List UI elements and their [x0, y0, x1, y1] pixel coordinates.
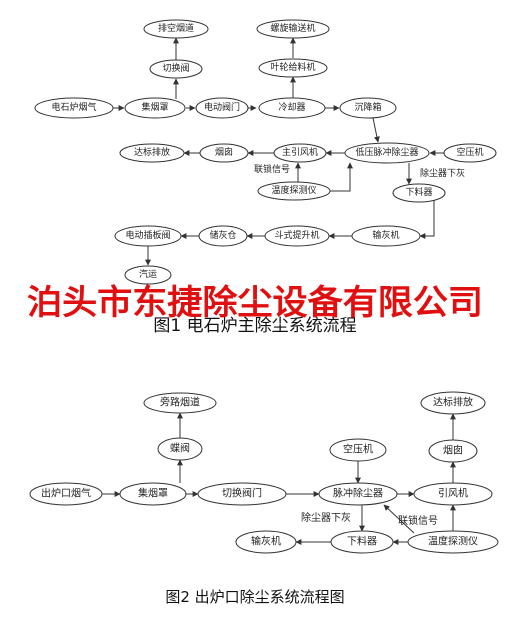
node2-shuhuiji: 输灰机 — [235, 530, 297, 554]
node-wendu: 温度探测仪 — [257, 181, 331, 201]
node2-panglu: 旁路烟道 — [143, 392, 217, 414]
edge-wendu-to-diya — [330, 162, 353, 192]
node-xialiaoqi-label: 下料器 — [405, 186, 432, 198]
edge-label-liansuo-2: 联锁信号 — [398, 514, 438, 527]
node-lengqueqi-label: 冷却器 — [278, 101, 305, 113]
node2-chulukou: 出炉口烟气 — [29, 482, 103, 506]
edge-label-xiahui: 除尘器下灰 — [420, 167, 465, 179]
figure-1-caption: 图1 电石炉主除尘系统流程 — [153, 316, 356, 336]
node-doushi-label: 斗式提升机 — [274, 229, 319, 241]
node-qiyun-label: 汽运 — [139, 268, 157, 280]
node2-yancong: 烟囱 — [428, 439, 478, 463]
node-yelun: 叶轮给料机 — [258, 58, 328, 78]
node2-xialiaoqi: 下料器 — [330, 530, 394, 554]
node2-wendu: 温度探测仪 — [407, 530, 499, 554]
node-doushi: 斗式提升机 — [264, 225, 330, 247]
node2-dabiao-label: 达标排放 — [433, 396, 473, 409]
node-jiyanzhao: 集烟罩 — [124, 97, 186, 119]
node-chuhuicang: 储灰仓 — [198, 225, 248, 247]
node2-maichong: 脉冲除尘器 — [318, 482, 398, 506]
figure-2: 除尘器下灰 联锁信号 旁路烟道 蝶阀 出炉口烟气 集烟罩 切换阀门 脉冲除尘器 — [29, 391, 499, 606]
node-paikong: 排空烟道 — [143, 19, 209, 39]
edge-chenjiang-to-diya — [372, 117, 380, 143]
node-diya: 低压脉冲除尘器 — [344, 142, 430, 164]
node-yancong: 烟囱 — [199, 143, 249, 163]
node-yelun-label: 叶轮给料机 — [270, 61, 315, 73]
node2-yancong-label: 烟囱 — [443, 444, 463, 457]
node-luoxuan-label: 螺旋输送机 — [270, 22, 315, 34]
node-kongyaji-label: 空压机 — [456, 146, 483, 158]
node-chaban: 电动插板阀 — [114, 225, 182, 247]
node2-jiyanzhao-label: 集烟罩 — [138, 487, 168, 500]
node2-yinfengji: 引风机 — [413, 482, 493, 506]
node2-diefa: 蝶阀 — [157, 437, 203, 461]
figure-1-edges — [113, 37, 444, 266]
node-qiyun: 汽运 — [124, 265, 172, 285]
node2-yinfengji-label: 引风机 — [438, 487, 468, 500]
figure-1: 联锁信号 除尘器下灰 排空烟道 切换阀 电石炉烟气 集烟罩 电动阀门 冷却器 — [34, 19, 497, 336]
node-diandongfamen: 电动阀门 — [195, 97, 249, 119]
node-shuhuiji: 输灰机 — [351, 225, 421, 247]
node-dabiao-label: 达标排放 — [134, 146, 170, 158]
edge-wendu-to-maichong — [383, 504, 415, 534]
node2-panglu-label: 旁路烟道 — [160, 396, 200, 409]
node-wendu-label: 温度探测仪 — [271, 184, 316, 196]
node-shuhuiji-label: 输灰机 — [372, 229, 399, 241]
node2-wendu-label: 温度探测仪 — [428, 535, 478, 548]
node-diya-label: 低压脉冲除尘器 — [355, 146, 418, 158]
node-zhuyinfengji: 主引风机 — [273, 143, 327, 163]
node-chuhuicang-label: 储灰仓 — [209, 229, 236, 241]
node2-xialiaoqi-label: 下料器 — [347, 535, 377, 548]
node-paikong-label: 排空烟道 — [158, 22, 194, 34]
figure-2-caption: 图2 出炉口除尘系统流程图 — [165, 588, 344, 606]
company-banner: 泊头市东捷除尘设备有限公司 — [27, 283, 483, 323]
node-qiehuanfa: 切换阀 — [149, 59, 203, 79]
node2-kongyaji: 空压机 — [329, 438, 387, 462]
node2-maichong-label: 脉冲除尘器 — [333, 487, 383, 500]
edge-label-liansuo: 联锁信号 — [254, 163, 290, 175]
node-dianshi-label: 电石炉烟气 — [51, 101, 96, 113]
node2-qiehuan: 切换阀门 — [197, 482, 287, 506]
node2-qiehuan-label: 切换阀门 — [222, 487, 262, 500]
node2-chulukou-label: 出炉口烟气 — [41, 487, 91, 500]
node2-jiyanzhao: 集烟罩 — [119, 482, 187, 506]
node2-diefa-label: 蝶阀 — [170, 442, 190, 455]
node-diandongfamen-label: 电动阀门 — [204, 101, 240, 113]
node-kongyaji: 空压机 — [443, 143, 497, 163]
edge-label-xiahui-2: 除尘器下灰 — [301, 511, 351, 524]
node-lengqueqi: 冷却器 — [258, 97, 326, 119]
node-dabiao: 达标排放 — [119, 143, 185, 163]
node-chenjiangxiang: 沉降箱 — [339, 97, 397, 119]
node-jiyanzhao-label: 集烟罩 — [141, 101, 168, 113]
node-chaban-label: 电动插板阀 — [125, 229, 170, 241]
node-luoxuan: 螺旋输送机 — [256, 19, 330, 39]
node2-kongyaji-label: 空压机 — [343, 443, 373, 456]
node-yancong-label: 烟囱 — [215, 146, 233, 158]
node-chenjiangxiang-label: 沉降箱 — [354, 101, 381, 113]
node2-shuhuiji-label: 输灰机 — [251, 535, 281, 548]
node-zhuyinfengji-label: 主引风机 — [282, 146, 318, 158]
node-qiehuanfa-label: 切换阀 — [162, 62, 189, 74]
edge-xialiaoqi-to-shuhuiji — [419, 199, 435, 239]
node2-dabiao: 达标排放 — [420, 391, 486, 415]
node-xialiaoqi: 下料器 — [392, 183, 446, 203]
figure-2-edges — [102, 412, 456, 545]
node-dianshi: 电石炉烟气 — [34, 97, 114, 119]
